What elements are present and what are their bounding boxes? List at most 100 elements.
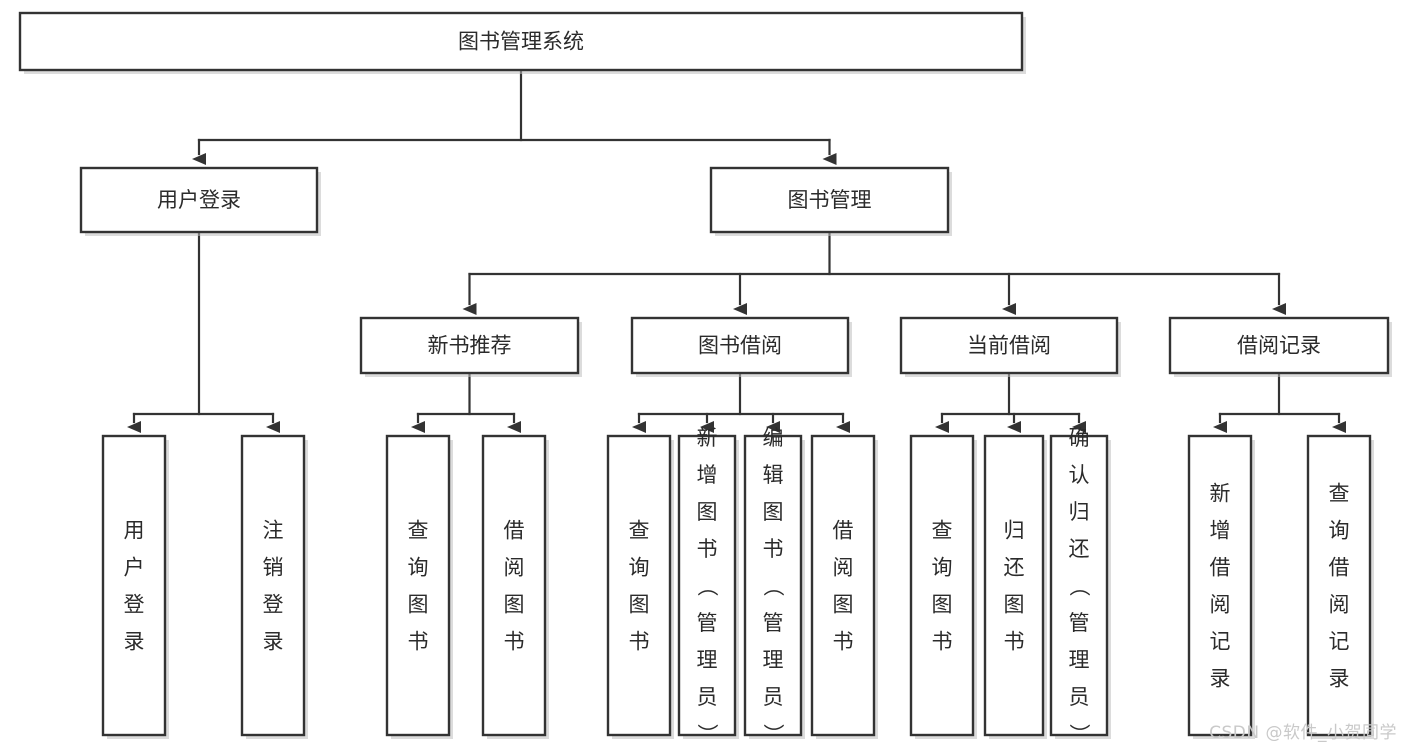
- node-label-char: ）: [1067, 724, 1091, 745]
- node-label-char: 书: [504, 630, 525, 654]
- node-label-char: 图: [932, 593, 953, 617]
- node-label-char: 归: [1004, 519, 1025, 543]
- node-box: [1049, 434, 1109, 737]
- diagram-nodes: 图书管理系统用户登录图书管理新书推荐图书借阅当前借阅借阅记录用户登录注销登录查询…: [18, 11, 1392, 745]
- node-label-char: 书: [408, 630, 429, 654]
- node-label-char: 记: [1329, 630, 1350, 654]
- node-label-char: 新: [1210, 482, 1231, 506]
- node-label-char: 辑: [763, 463, 784, 487]
- node-label-char: 查: [408, 519, 429, 543]
- node-label-char: 增: [697, 463, 718, 487]
- node-current-borrow[interactable]: 当前借阅: [899, 316, 1121, 377]
- node-label-char: 借: [1329, 556, 1350, 580]
- node-box: [240, 434, 306, 737]
- node-label-char: 图: [763, 500, 784, 524]
- node-label-char: 图: [697, 500, 718, 524]
- connector-edges: [127, 68, 1346, 433]
- node-label-char: 阅: [1210, 593, 1231, 617]
- node-box: [1187, 434, 1253, 737]
- node-label-char: 理: [697, 648, 718, 672]
- node-box: [630, 316, 850, 375]
- node-label-char: 理: [1069, 648, 1090, 672]
- node-label-char: 阅: [1329, 593, 1350, 617]
- node-root[interactable]: 图书管理系统: [18, 11, 1026, 74]
- node-label-char: 图: [1004, 593, 1025, 617]
- node-label-char: 员: [763, 685, 784, 709]
- node-label-char: （: [695, 576, 719, 597]
- node-label-char: 询: [932, 556, 953, 580]
- node-label-char: 书: [1004, 630, 1025, 654]
- node-box: [677, 434, 737, 737]
- node-label-char: 编: [763, 426, 784, 450]
- node-label-char: 注: [263, 519, 284, 543]
- node-box: [709, 166, 950, 234]
- node-box: [359, 316, 580, 375]
- node-label-char: 认: [1069, 463, 1090, 487]
- node-label-char: 查: [932, 519, 953, 543]
- node-book-borrow[interactable]: 图书借阅: [630, 316, 852, 377]
- node-leaf-user-login[interactable]: 用户登录: [101, 434, 169, 739]
- node-label-char: 用: [124, 519, 145, 543]
- node-box: [385, 434, 451, 737]
- node-label: 当前借阅: [967, 334, 1051, 358]
- node-label-char: 登: [263, 593, 284, 617]
- node-label-char: 阅: [833, 556, 854, 580]
- node-label-char: 理: [763, 648, 784, 672]
- node-box: [899, 316, 1119, 375]
- node-label: 图书管理系统: [458, 30, 584, 54]
- node-label: 新书推荐: [428, 334, 512, 358]
- node-label-char: 书: [629, 630, 650, 654]
- node-label-char: ）: [695, 724, 719, 745]
- node-box: [909, 434, 975, 737]
- node-label-char: 图: [833, 593, 854, 617]
- node-label-char: 阅: [504, 556, 525, 580]
- node-label: 借阅记录: [1237, 334, 1321, 358]
- node-label-char: 录: [1210, 667, 1231, 691]
- node-label-char: 查: [629, 519, 650, 543]
- node-label-char: 记: [1210, 630, 1231, 654]
- node-box: [1168, 316, 1390, 375]
- node-borrow-record[interactable]: 借阅记录: [1168, 316, 1392, 377]
- node-label-char: 图: [408, 593, 429, 617]
- node-box: [18, 11, 1024, 72]
- node-label-char: 借: [1210, 556, 1231, 580]
- node-new-book-recommend[interactable]: 新书推荐: [359, 316, 582, 377]
- node-label-char: 户: [124, 556, 145, 580]
- node-label: 用户登录: [157, 188, 241, 212]
- node-label: 图书借阅: [698, 334, 782, 358]
- node-label-char: 查: [1329, 482, 1350, 506]
- node-box: [743, 434, 803, 737]
- node-box: [79, 166, 319, 234]
- node-label-char: 员: [697, 685, 718, 709]
- node-label-char: 书: [697, 537, 718, 561]
- node-label-char: 员: [1069, 685, 1090, 709]
- node-label-char: （: [1067, 576, 1091, 597]
- node-label-char: 确: [1069, 426, 1090, 450]
- node-box: [810, 434, 876, 737]
- node-box: [606, 434, 672, 737]
- node-label-char: 书: [833, 630, 854, 654]
- node-box: [101, 434, 167, 737]
- node-label-char: 录: [1329, 667, 1350, 691]
- node-label-char: 书: [932, 630, 953, 654]
- node-label-char: 书: [763, 537, 784, 561]
- node-book-manage[interactable]: 图书管理: [709, 166, 952, 236]
- node-label-char: 询: [408, 556, 429, 580]
- node-label-char: 登: [124, 593, 145, 617]
- node-label-char: 还: [1004, 556, 1025, 580]
- node-label-char: 还: [1069, 537, 1090, 561]
- node-user-login[interactable]: 用户登录: [79, 166, 321, 236]
